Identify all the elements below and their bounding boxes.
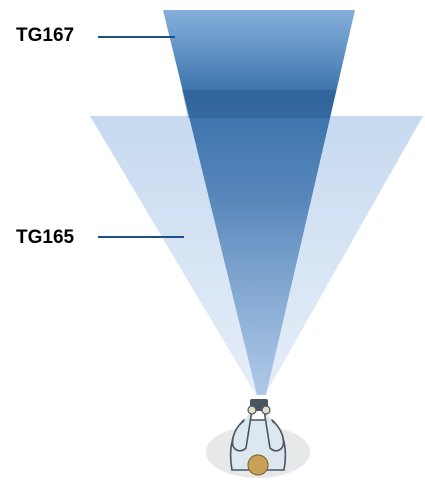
person-top-view-icon <box>206 399 310 478</box>
tg165-label: TG165 <box>16 228 74 247</box>
tg167-beam-dark-band <box>182 90 336 118</box>
tg167-label: TG167 <box>16 26 74 45</box>
